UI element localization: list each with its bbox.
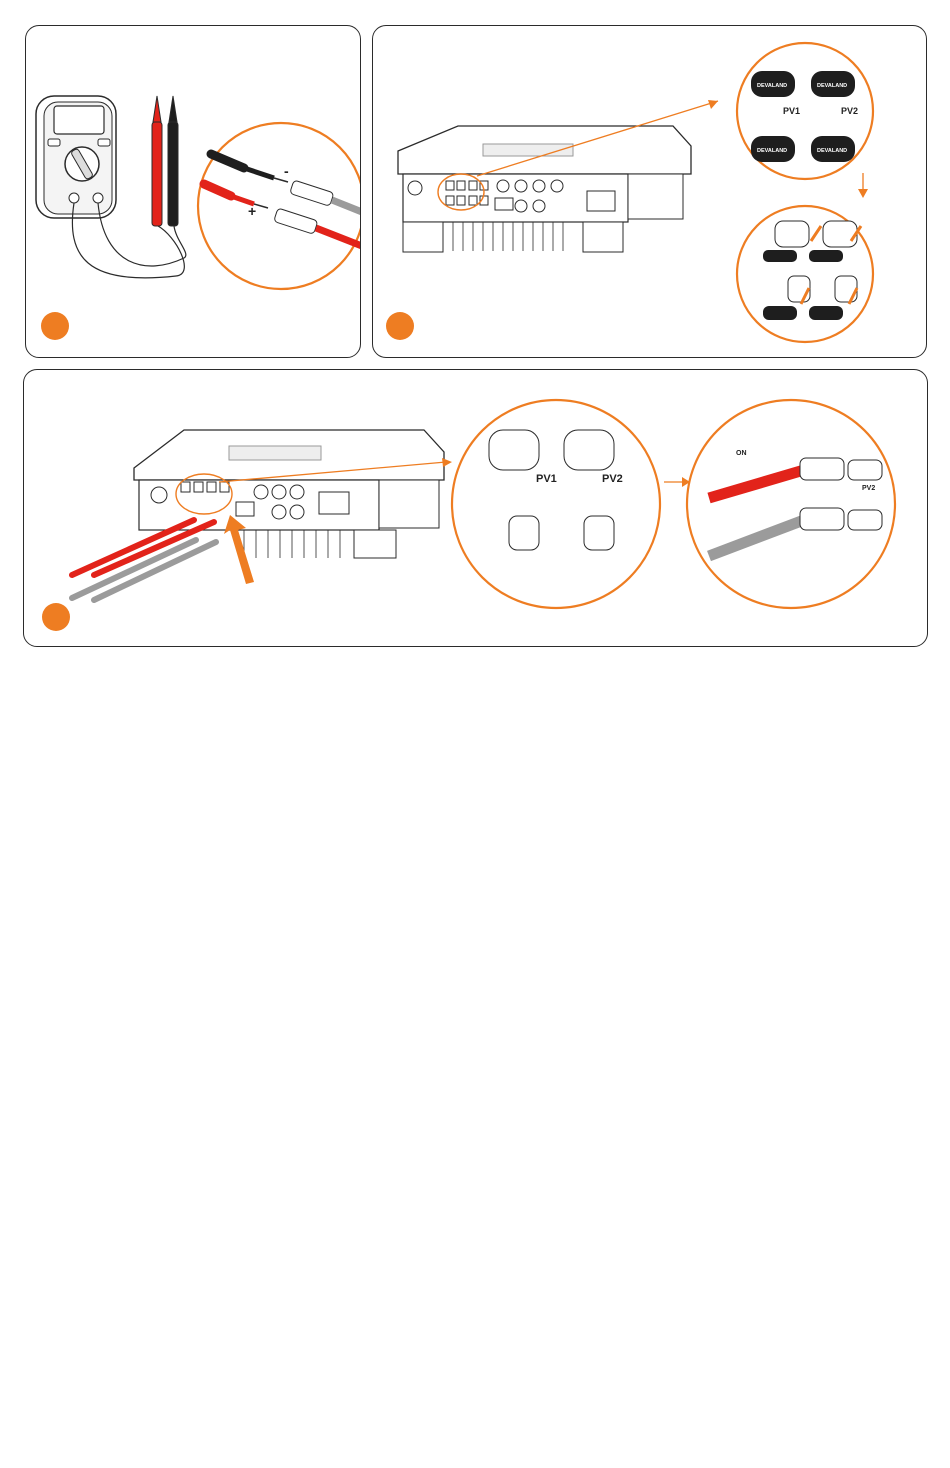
inverter-icon	[398, 126, 691, 252]
inverter-cap-illustration: DEVALAND DEVALAND DEVALAND DEVALAND PV1 …	[373, 26, 927, 358]
step-marker-1	[41, 312, 69, 340]
polarity-positive-label: +	[248, 203, 256, 219]
cap-brand-text: DEVALAND	[757, 148, 787, 154]
panel-multimeter-check: - +	[25, 25, 361, 358]
pv1-label: PV1	[536, 473, 557, 485]
pv2-label: PV2	[862, 485, 875, 492]
pv-cables	[72, 520, 216, 600]
inverter-connect-illustration: PV1 PV2 ON PV2	[24, 370, 928, 647]
connected-cables-zoom-circle: ON PV2	[687, 400, 895, 608]
multimeter-icon	[36, 96, 186, 278]
multimeter-illustration: - +	[26, 26, 361, 358]
switch-on-label: ON	[736, 450, 747, 457]
polarity-negative-label: -	[284, 163, 289, 179]
pv2-label: PV2	[841, 106, 858, 116]
cap-brand-text: DEVALAND	[757, 83, 787, 89]
probe-zoom-circle: - +	[198, 123, 361, 289]
pv2-label: PV2	[602, 473, 623, 485]
caps-on-zoom-circle: DEVALAND DEVALAND DEVALAND DEVALAND PV1 …	[737, 43, 873, 179]
cap-brand-text: DEVALAND	[817, 148, 847, 154]
caps-removed-zoom-circle	[737, 206, 873, 342]
panel-connect-pv-cables: PV1 PV2 ON PV2	[23, 369, 928, 647]
pv1-label: PV1	[783, 106, 800, 116]
step-marker-2	[386, 312, 414, 340]
step-marker-3	[42, 603, 70, 631]
panel-remove-dust-caps: DEVALAND DEVALAND DEVALAND DEVALAND PV1 …	[372, 25, 927, 358]
cap-brand-text: DEVALAND	[817, 83, 847, 89]
open-ports-zoom-circle: PV1 PV2	[452, 400, 660, 608]
